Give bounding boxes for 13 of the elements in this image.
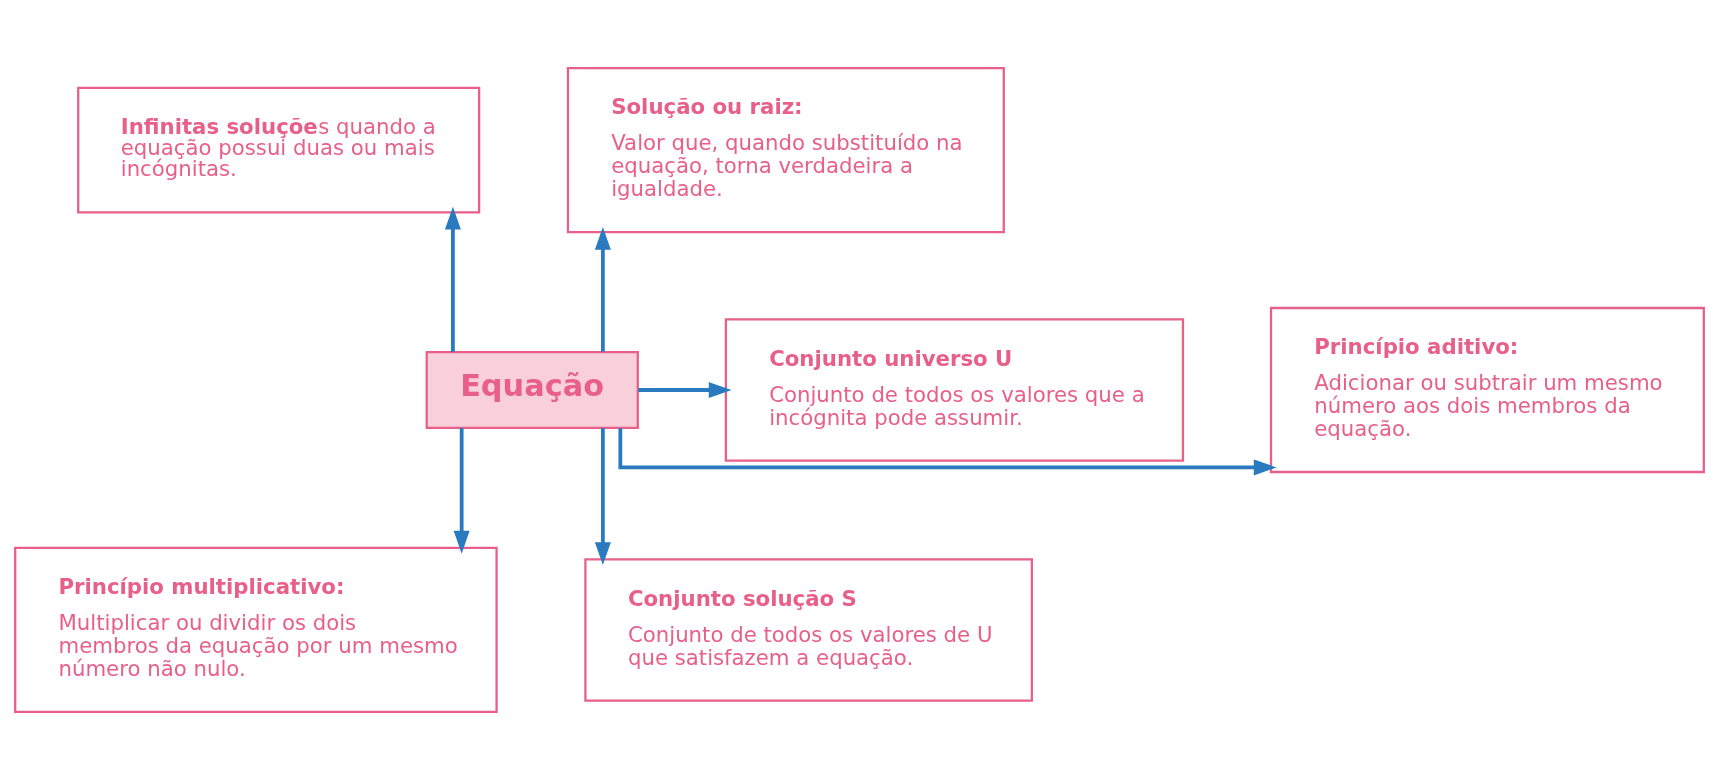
- arrow: [594, 226, 611, 352]
- node-box: Conjunto universo U Conjunto de todos os valores que a incógnita pode assumir.: [724, 317, 1185, 462]
- arrow: [594, 427, 611, 565]
- arrow: [444, 206, 461, 352]
- node-box: Equação: [425, 350, 639, 429]
- arrow: [453, 427, 470, 554]
- node-box: Conjunto solução S Conjunto de todos os valores de U que satisfazem a equação.: [584, 557, 1033, 702]
- node-box: Princípio multiplicativo: Multiplicar ou dividir os dois membros da equação por um mesmo número não nulo.: [14, 546, 498, 713]
- node-box: Infinitas soluções quando a equação possui duas ou mais incógnitas.: [77, 86, 481, 213]
- arrow: [618, 427, 1277, 475]
- arrow: [638, 381, 732, 398]
- node-box: Princípio aditivo: Adicionar ou subtrair um mesmo número aos dois membros da equação.: [1269, 306, 1705, 473]
- node-box: Solução ou raiz: Valor que, quando substituído na equação, torna verdadeira a igualdade.: [566, 66, 1005, 233]
